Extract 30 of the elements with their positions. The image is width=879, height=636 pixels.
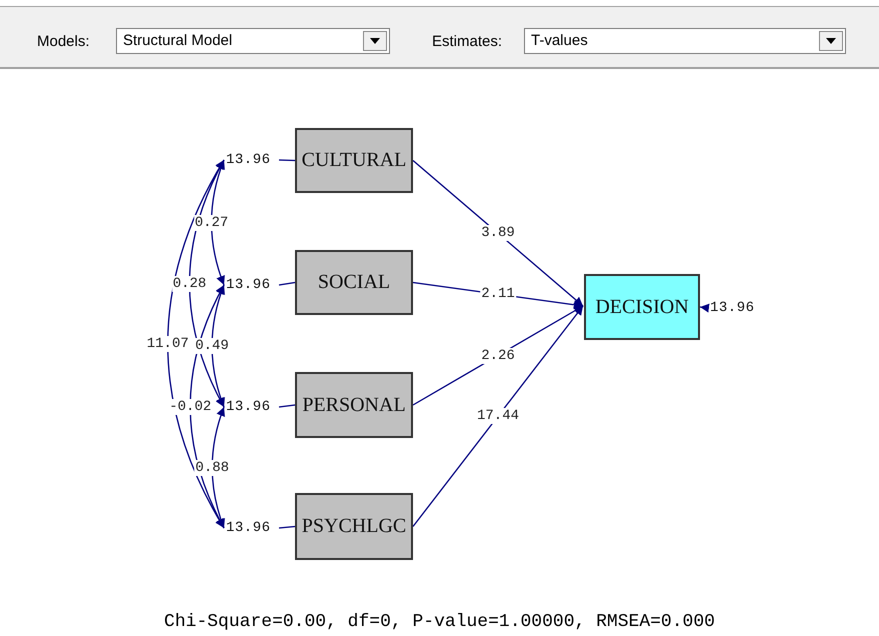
connector-line (278, 404, 296, 408)
connector-line (278, 282, 296, 286)
edge-label: 11.07 (146, 336, 190, 352)
error-value: 13.96 (226, 518, 277, 538)
edge-label: 0.27 (194, 214, 230, 230)
error-value: 13.96 (226, 397, 277, 417)
error-value: 13.96 (226, 275, 277, 295)
estimates-select: T-values (524, 28, 846, 54)
connector-line (278, 526, 296, 529)
error-value: 13.96 (710, 298, 770, 318)
edge-label: 0.49 (194, 338, 230, 354)
variable-box: PSYCHLGC (295, 493, 413, 560)
edge-label: 17.44 (476, 408, 520, 424)
edge-label: 3.89 (480, 225, 516, 242)
estimates-label: Estimates: (432, 33, 502, 50)
path-arrow (412, 306, 584, 527)
edge-label: 0.88 (194, 460, 230, 476)
models-select: Structural Model (116, 28, 390, 54)
variable-box: DECISION (584, 274, 700, 340)
edge-label: 0.28 (172, 276, 208, 292)
models-label: Models: (37, 33, 90, 50)
error-value: 13.96 (226, 150, 277, 170)
path-arrow (700, 304, 710, 313)
variable-box: CULTURAL (295, 128, 413, 193)
variable-box: PERSONAL (295, 372, 413, 438)
edge-label: 2.26 (480, 348, 516, 364)
variable-box: SOCIAL (295, 250, 413, 315)
connector-line (278, 159, 296, 162)
path-arrow (412, 160, 584, 306)
fit-statistics-caption: Chi-Square=0.00, df=0, P-value=1.00000, RMSEA=0.000 (163, 612, 716, 632)
